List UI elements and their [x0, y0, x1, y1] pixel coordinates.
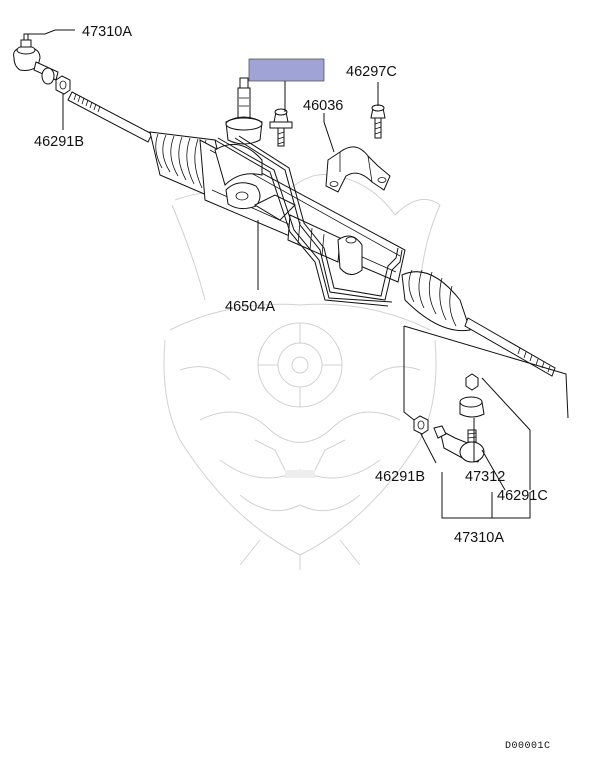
boot-right — [401, 269, 471, 332]
tie-rod-end-right — [433, 425, 485, 463]
lock-nut-right — [413, 415, 429, 435]
hydraulic-lines — [214, 135, 403, 307]
mount-clamp — [325, 146, 391, 193]
tie-rod-left — [67, 91, 153, 143]
lock-nut-left — [55, 75, 71, 95]
clamp-bolt-right — [370, 104, 386, 139]
label-castle-nut: 46291C — [497, 488, 548, 504]
label-lock-nut-right: 46291B — [375, 469, 425, 485]
ball-joint-boot — [459, 396, 485, 418]
tie-rod-end-left — [13, 33, 59, 85]
tie-rod-right — [464, 317, 556, 377]
label-lock-nut-left: 46291B — [34, 134, 84, 150]
right-group-frame — [403, 325, 569, 491]
label-ball-joint-boot: 47312 — [465, 469, 505, 485]
castle-nut — [465, 373, 479, 391]
label-tie-rod-end-left: 47310A — [82, 24, 132, 40]
label-mount-clamp: 46036 — [303, 98, 343, 114]
footer-code: D00001C — [505, 741, 551, 752]
pinion-shaft — [225, 77, 263, 145]
label-clamp-bolt: 46297C — [346, 64, 397, 80]
label-tie-rod-end-right: 47310A — [454, 530, 504, 546]
leader-lines — [28, 29, 531, 519]
rack-housing — [199, 139, 406, 283]
label-gear-assembly: 46504A — [225, 299, 275, 315]
clamp-bolt-left — [269, 108, 293, 147]
highlight-box — [248, 58, 325, 82]
right-mount — [337, 235, 363, 275]
watermark-emblem — [163, 174, 441, 570]
